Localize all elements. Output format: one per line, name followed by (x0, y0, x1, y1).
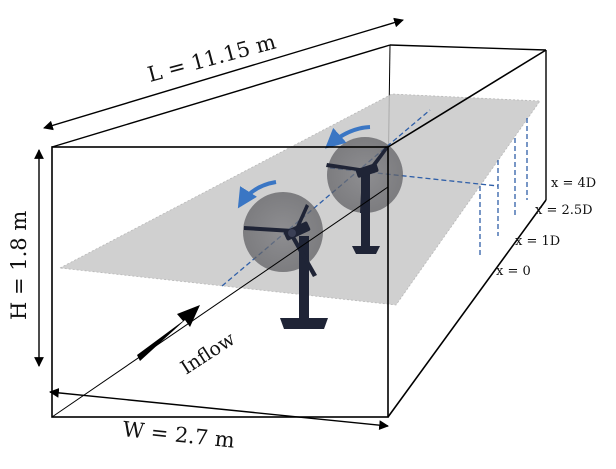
nacelle-downstream (355, 163, 379, 178)
base-downstream (352, 246, 380, 254)
blades-upstream (244, 204, 317, 277)
tower-downstream (361, 172, 370, 246)
position-label-2-5d: x = 2.5D (535, 203, 593, 218)
width-dimension-arrow (49, 388, 389, 430)
position-label-0: x = 0 (496, 264, 531, 279)
turbine-downstream (326, 137, 403, 254)
position-label-4d: x = 4D (551, 176, 596, 191)
base-upstream (280, 318, 328, 329)
position-label-1d: x = 1D (515, 234, 560, 249)
rotation-arrow-upstream (237, 180, 277, 209)
inflow-arrow (137, 305, 200, 361)
tower-upstream (299, 236, 309, 320)
blades-downstream (326, 146, 388, 213)
inflow-label: Inflow (177, 328, 240, 380)
length-dimension-arrow (43, 17, 404, 131)
height-label: H = 1.8 m (7, 211, 31, 320)
hub-upstream (288, 229, 296, 237)
width-label: W = 2.7 m (121, 417, 235, 453)
turbine-upstream (243, 192, 328, 329)
